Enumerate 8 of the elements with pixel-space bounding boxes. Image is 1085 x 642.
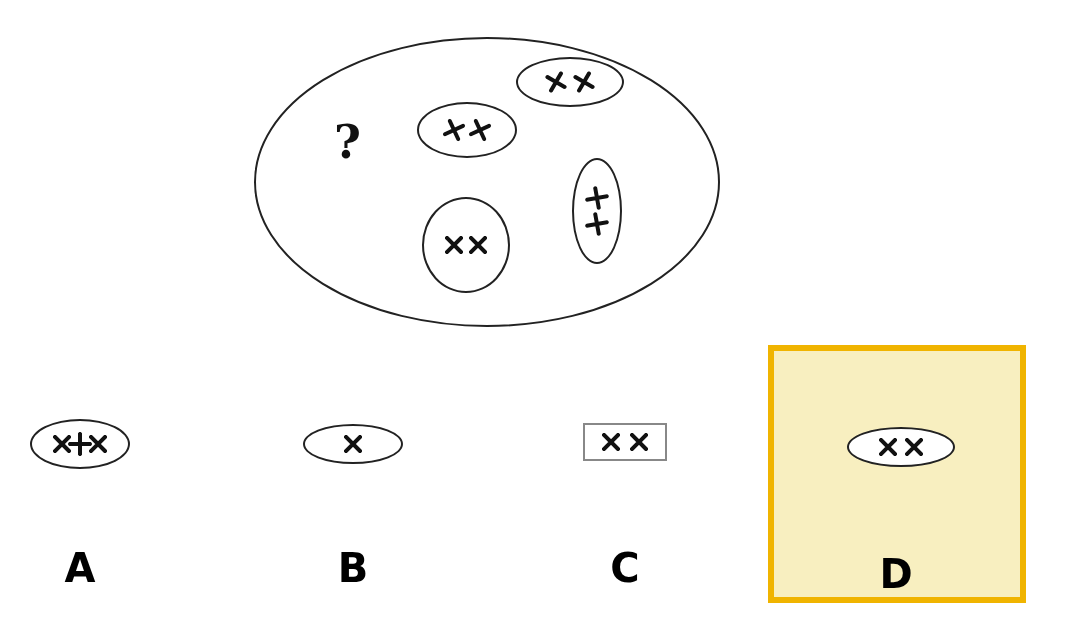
box-shape xyxy=(583,423,667,461)
option-letter: C xyxy=(610,545,640,591)
large-ellipse xyxy=(254,37,720,327)
option-letter: A xyxy=(64,545,96,591)
question-mark: ? xyxy=(334,115,361,169)
option-letter: B xyxy=(337,545,369,591)
highlighted-panel xyxy=(768,345,1026,603)
option-letter: D xyxy=(879,551,913,597)
